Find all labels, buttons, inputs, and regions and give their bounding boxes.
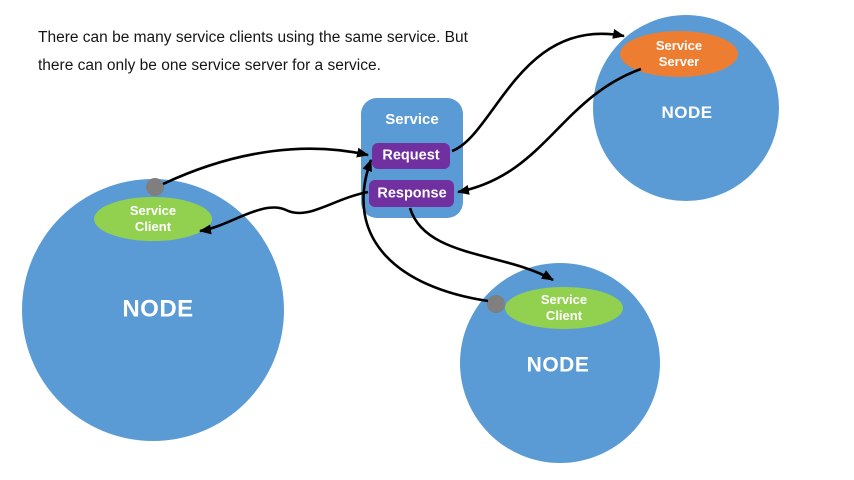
left-client-role-line-1: Service <box>129 203 177 218</box>
left-service-client-label: Service Client <box>130 203 176 235</box>
left-node-circle <box>22 179 284 441</box>
connector-response-to-bottom-client <box>408 207 554 282</box>
bottom-client-role-line-1: Service <box>540 292 588 307</box>
response-label: Response <box>377 185 447 202</box>
left-node-label: NODE <box>122 295 194 323</box>
bottom-node-label: NODE <box>526 353 590 377</box>
left-client-role-line-2: Client <box>134 219 172 234</box>
response-box <box>369 180 454 207</box>
service-server-ellipse <box>620 31 738 77</box>
request-label: Request <box>382 147 440 164</box>
left-service-client-ellipse <box>94 197 212 241</box>
connector-response-to-left-client <box>199 190 369 235</box>
left-node-anchor-dot <box>146 178 164 196</box>
bottom-service-client-ellipse <box>505 287 623 329</box>
caption-line-1: There can be many service clients using … <box>38 29 468 46</box>
caption-line-2: there can only be one service server for… <box>38 57 381 74</box>
connector-server-to-response <box>457 67 642 195</box>
bottom-service-client-label: Service Client <box>541 292 587 324</box>
connector-bottom-client-to-request <box>362 159 489 303</box>
top-right-node-label: NODE <box>661 102 713 122</box>
bottom-node-anchor-dot <box>487 295 505 313</box>
request-box <box>372 143 450 169</box>
service-server-label: Service Server <box>656 38 702 70</box>
server-role-line-1: Service <box>655 38 703 53</box>
service-box-title: Service <box>385 111 439 128</box>
server-role-line-2: Server <box>658 54 700 69</box>
caption-text: There can be many service clients using … <box>38 24 468 80</box>
connector-request-to-server <box>451 29 625 153</box>
bottom-client-role-line-2: Client <box>545 308 583 323</box>
connector-left-client-to-request <box>162 147 369 186</box>
